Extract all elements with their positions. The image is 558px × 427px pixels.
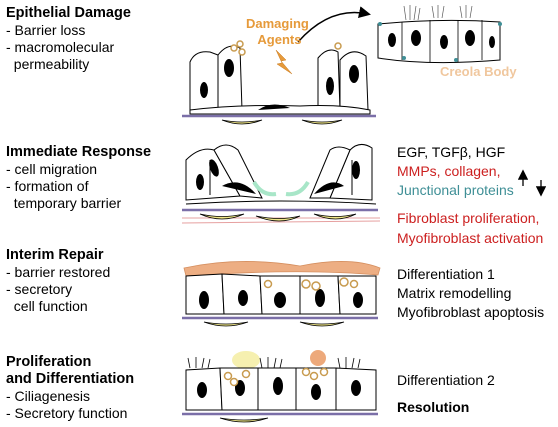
growth-factors-text: EGF, TGFβ, HGF (397, 144, 506, 160)
stage-heading: Immediate Response (6, 144, 152, 160)
stage-line: temporary barrier (6, 195, 122, 211)
myofibroblast-activation-text: Myofibroblast activation (397, 230, 544, 246)
panel-epithelial-damage (182, 6, 376, 125)
creola-body (377, 5, 502, 64)
stage-heading: Proliferation (6, 354, 92, 370)
stage-line: permeability (6, 56, 90, 72)
stage-interim-repair: Interim Repair - barrier restored - secr… (6, 247, 110, 315)
stage-line: - formation of (6, 178, 89, 194)
differentiation-1-text: Differentiation 1 (397, 266, 495, 282)
matrix-remodelling-text: Matrix remodelling (397, 285, 512, 301)
stage-line: - barrier restored (6, 264, 111, 280)
damaging-agents-line-1: Damaging (246, 16, 309, 31)
junctional-proteins-text: Junctional proteins (397, 182, 514, 198)
damaging-agents-label: Damaging Agents (246, 16, 309, 48)
stage-epithelial-damage: Epithelial Damage - Barrier loss - macro… (6, 5, 131, 73)
stage-heading: Epithelial Damage (6, 5, 131, 21)
stage-line: - secretory (6, 281, 73, 297)
stage-line: - cell migration (6, 161, 98, 177)
stage-line: - Ciliagenesis (6, 388, 91, 404)
resolution-text: Resolution (397, 399, 470, 415)
stage-heading-2: and Differentiation (6, 371, 135, 387)
stage-proliferation: Proliferation and Differentiation - Cili… (6, 354, 134, 422)
curved-arrow-icon (297, 6, 371, 43)
panel-interim-repair (182, 261, 381, 327)
epithelial-cell (317, 42, 369, 111)
stage-line: - macromolecular (6, 39, 115, 55)
stage-line: - Barrier loss (6, 22, 86, 38)
differentiation-2-text: Differentiation 2 (397, 372, 495, 388)
stage-immediate-response: Immediate Response - cell migration - fo… (6, 144, 151, 212)
stage-heading: Interim Repair (6, 247, 104, 263)
stage-line: cell function (6, 298, 88, 314)
epithelial-cell (189, 40, 246, 111)
creola-body-label: Creola Body (440, 64, 517, 79)
panel-immediate-response (181, 144, 381, 224)
mmps-text: MMPs, collagen, (397, 163, 501, 179)
fibroblast-proliferation-text: Fibroblast proliferation, (397, 210, 540, 226)
fibroblast (221, 119, 343, 125)
myofibroblast-apoptosis-text: Myofibroblast apoptosis (397, 304, 545, 320)
stage-line: - Secretory function (6, 405, 128, 421)
lightning-bolt-icon (275, 49, 293, 75)
damaging-agents-line-2: Agents (257, 32, 302, 47)
panel-proliferation (182, 350, 378, 423)
